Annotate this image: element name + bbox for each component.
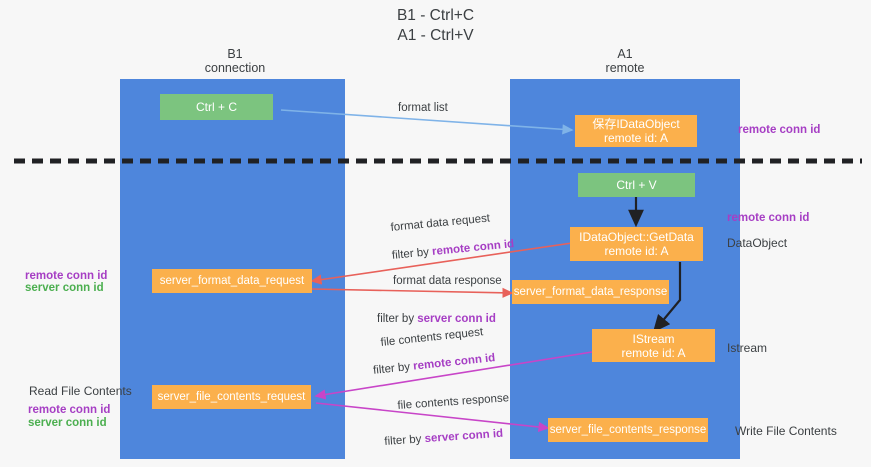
annotation-dataobject: DataObject	[727, 236, 788, 250]
filter-prefix: filter by	[391, 246, 433, 262]
annotation-left-server-conn-id-bottom: server conn id	[28, 417, 107, 429]
node-ctrl-v[interactable]: Ctrl + V	[578, 173, 695, 197]
annotation-remote-conn-id-top: remote conn id	[738, 124, 821, 136]
annotation-remote-conn-id-mid: remote conn id	[727, 212, 810, 224]
edge-label-format-list: format list	[398, 102, 448, 114]
lane-subtitle-a1: remote	[605, 61, 645, 75]
node-server-file-contents-request[interactable]: server_file_contents_request	[152, 385, 311, 409]
filter-key-server-conn-id: server conn id	[424, 427, 504, 446]
annotation-write-file-contents: Write File Contents	[735, 424, 837, 438]
edge-label-format-data-response-filter: filter by server conn id	[377, 298, 496, 326]
lane-header-b1: B1 connection	[120, 47, 350, 75]
filter-key-remote-conn-id: remote conn id	[431, 238, 515, 259]
filter-key-remote-conn-id: remote conn id	[412, 352, 496, 373]
filter-prefix: filter by	[384, 433, 426, 448]
node-server-file-contents-response[interactable]: server_file_contents_response	[548, 418, 708, 442]
annotation-left-server-conn-id-mid: server conn id	[25, 282, 104, 294]
lane-subtitle-b1: connection	[204, 61, 266, 75]
lane-title-a1: A1	[617, 47, 633, 61]
edge-label-format-data-response: format data response	[393, 275, 502, 287]
node-server-format-data-response[interactable]: server_format_data_response	[512, 280, 669, 304]
node-ctrl-c[interactable]: Ctrl + C	[160, 94, 273, 120]
edge-label-file-contents-response: file contents response	[397, 392, 510, 412]
filter-key-server-conn-id: server conn id	[417, 313, 496, 325]
annotation-read-file-contents: Read File Contents	[29, 384, 132, 398]
page-title: B1 - Ctrl+C A1 - Ctrl+V	[396, 7, 475, 44]
node-server-format-data-request[interactable]: server_format_data_request	[152, 269, 312, 293]
node-idataobject-getdata[interactable]: IDataObject::GetData remote id: A	[570, 227, 703, 261]
annotation-istream: Istream	[727, 341, 768, 355]
lane-header-a1: A1 remote	[510, 47, 740, 75]
node-save-idataobject[interactable]: 保存IDataObject remote id: A	[575, 115, 697, 147]
annotation-left-remote-conn-id-bottom: remote conn id	[28, 404, 111, 416]
edge-label-file-contents-response-filter: filter by server conn id	[383, 413, 504, 449]
node-istream[interactable]: IStream remote id: A	[592, 329, 715, 362]
filter-prefix: filter by	[377, 313, 418, 325]
filter-prefix: filter by	[372, 360, 414, 377]
lane-title-b1: B1	[227, 47, 243, 61]
annotation-left-remote-conn-id-mid: remote conn id	[25, 270, 108, 282]
